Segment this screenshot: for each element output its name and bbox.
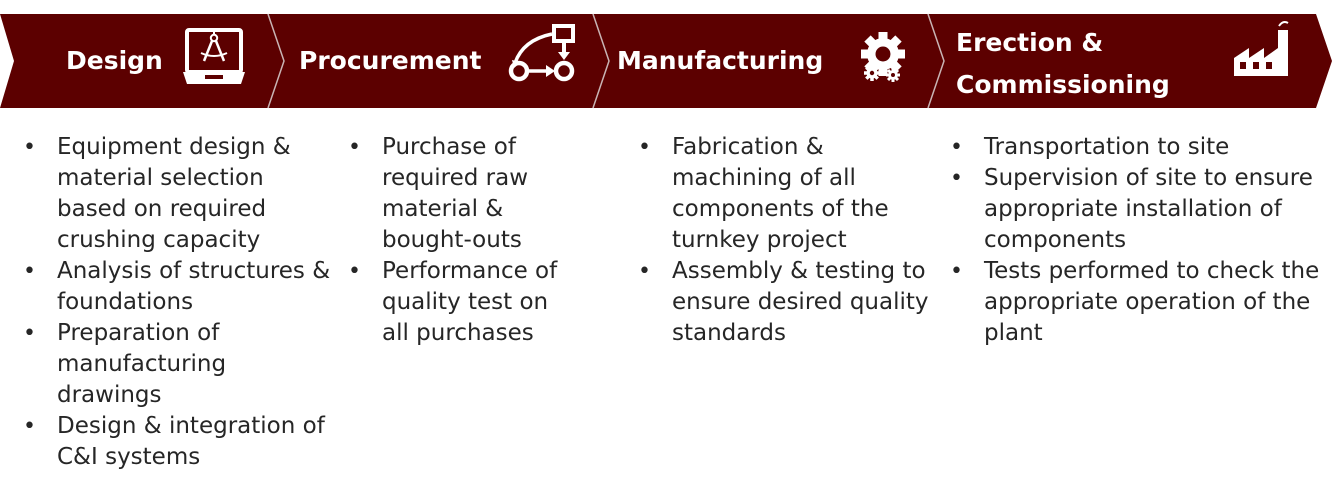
erection-commissioning-bullet-list: Transportation to site Supervision of si… <box>938 132 1328 349</box>
bullet-item: Preparation of manufacturing drawings <box>11 318 337 411</box>
process-banner <box>0 13 1332 109</box>
stage-divider-2 <box>592 13 610 109</box>
bullet-item: Supervision of site to ensure appropriat… <box>938 163 1328 256</box>
banner-background <box>0 14 1332 108</box>
stage-divider-3 <box>927 13 945 109</box>
bullet-item: Fabrication & machining of all component… <box>626 132 936 256</box>
bullet-item: Design & integration of C&I systems <box>11 411 337 473</box>
manufacturing-bullet-list: Fabrication & machining of all component… <box>626 132 936 349</box>
bullet-item: Transportation to site <box>938 132 1328 163</box>
stage-divider-1 <box>267 13 285 109</box>
bullet-item: Equipment design & material selection ba… <box>11 132 337 256</box>
bullet-item: Tests performed to check the appropriate… <box>938 256 1328 349</box>
procurement-bullet-list: Purchase of required raw material & boug… <box>336 132 576 349</box>
stage-title-manufacturing: Manufacturing <box>617 46 824 75</box>
stage-title-procurement: Procurement <box>299 46 482 75</box>
workflow-nodes-icon <box>508 24 575 82</box>
bullet-item: Purchase of required raw material & boug… <box>336 132 576 256</box>
stage-title-design: Design <box>66 46 163 75</box>
bullet-item: Assembly & testing to ensure desired qua… <box>626 256 936 349</box>
stage-title-erection-commissioning: Erection & Commissioning <box>956 28 1170 99</box>
factory-icon <box>1234 21 1289 76</box>
laptop-drafting-compass-icon <box>183 28 245 84</box>
bullet-item: Analysis of structures & foundations <box>11 256 337 318</box>
design-bullet-list: Equipment design & material selection ba… <box>11 132 337 473</box>
bullet-item: Performance of quality test on all purch… <box>336 256 576 349</box>
gears-icon <box>861 32 905 82</box>
